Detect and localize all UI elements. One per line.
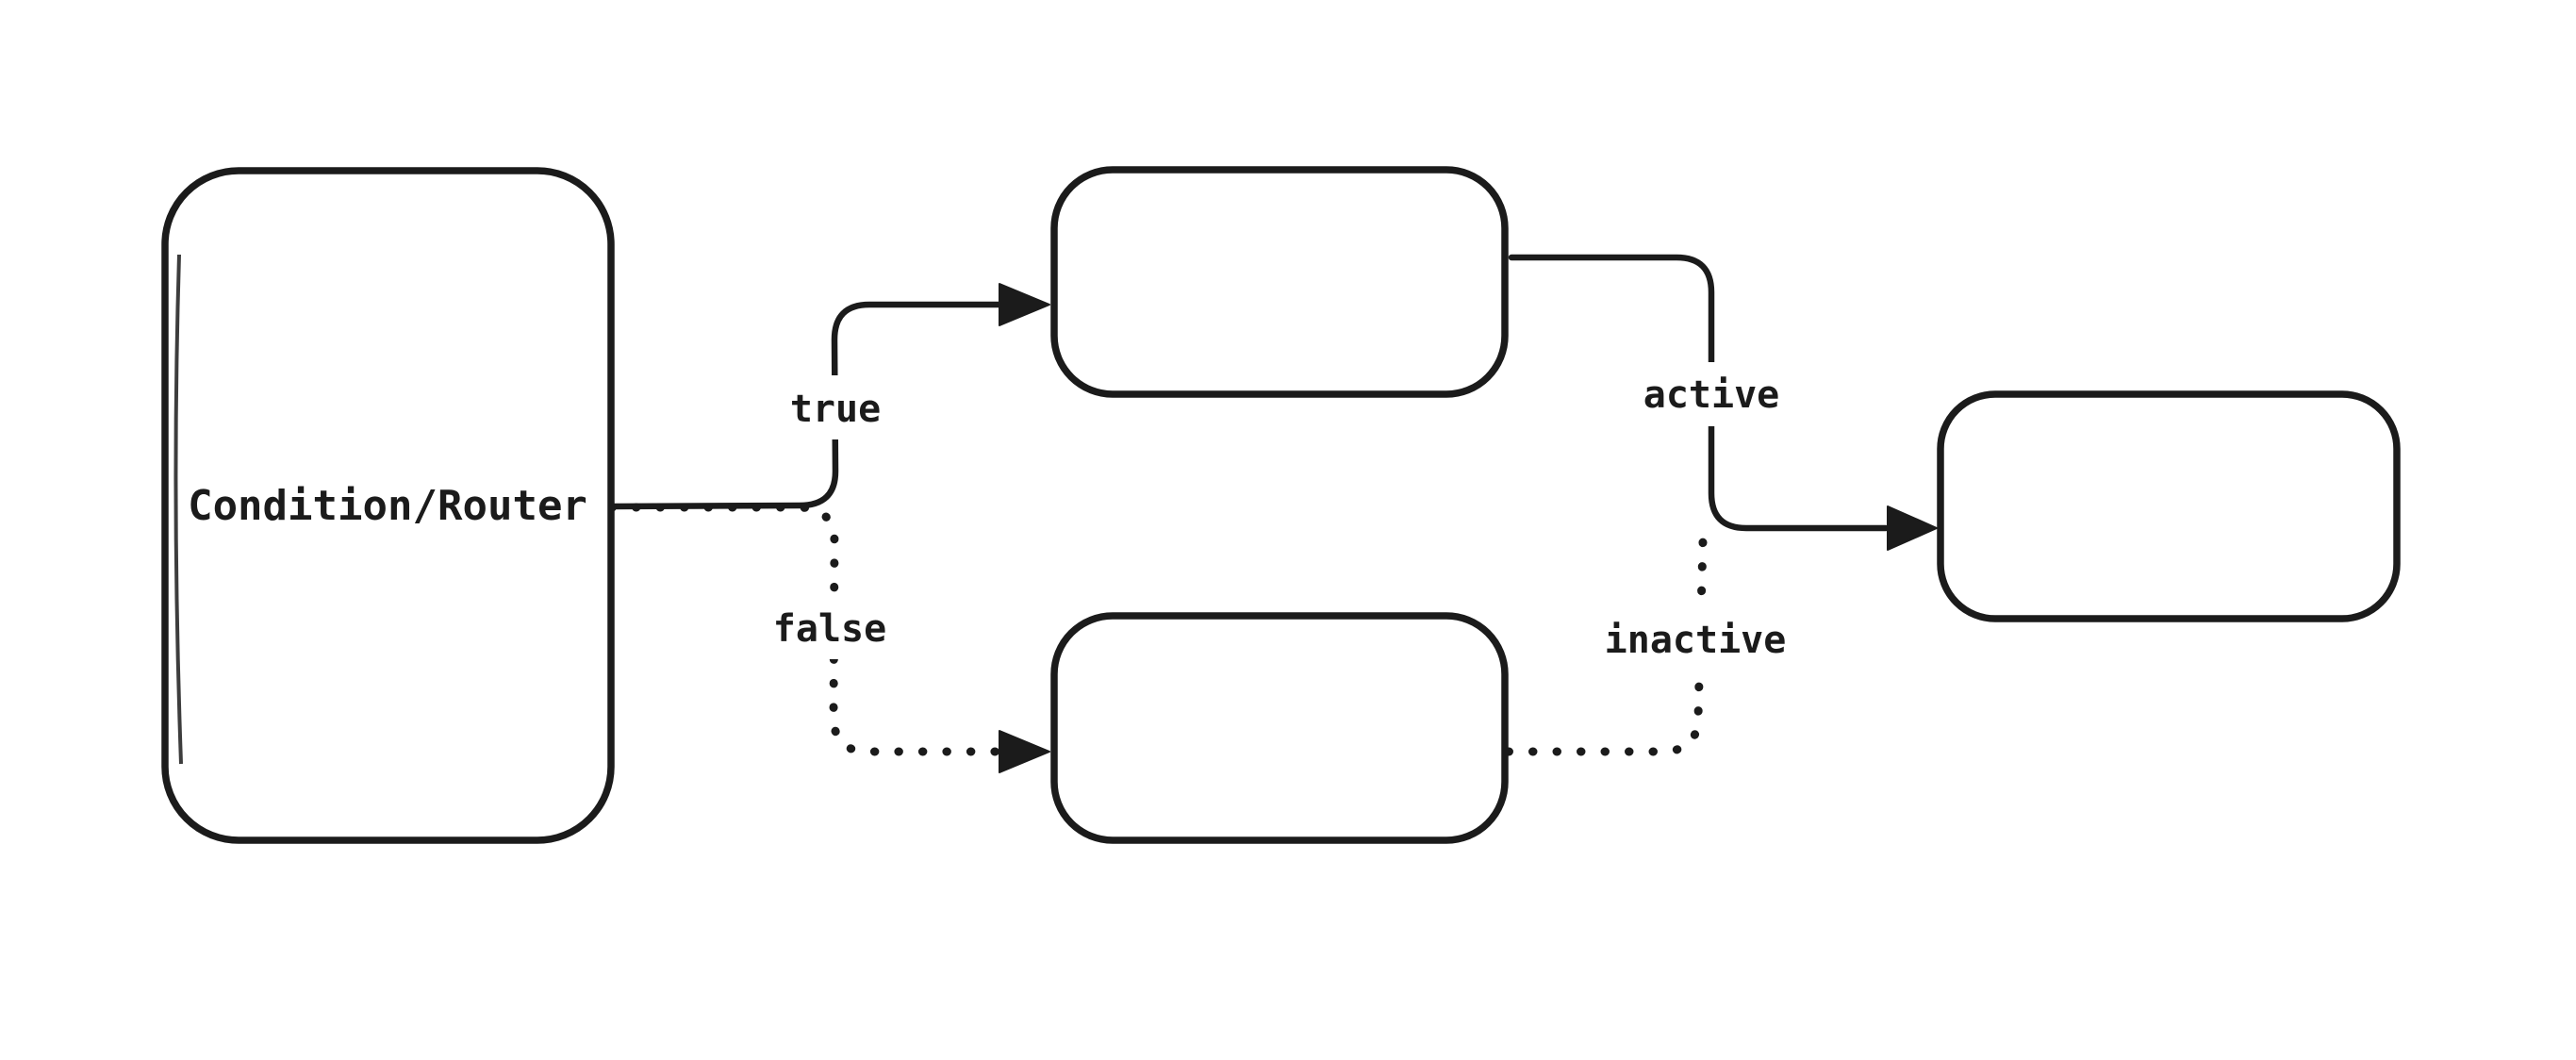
node-true-target bbox=[1050, 166, 1509, 398]
edge-inactive-label: inactive bbox=[1605, 619, 1787, 662]
node-condition-router-label: Condition/Router bbox=[188, 482, 587, 530]
node-true-target-shape bbox=[1050, 166, 1509, 398]
node-condition-router: Condition/Router bbox=[161, 167, 615, 844]
node-condition-router-shape bbox=[161, 167, 615, 844]
edge-inactive-label-bg bbox=[1603, 607, 1788, 671]
edge-true-label: true bbox=[790, 388, 881, 431]
edge-active-label-group: active bbox=[1634, 362, 1789, 426]
edge-active-arrowhead bbox=[1887, 505, 1938, 551]
edge-true-label-group: true bbox=[766, 375, 905, 439]
node-false-target-shape bbox=[1050, 612, 1509, 844]
node-false-target bbox=[1050, 612, 1509, 844]
edge-false-label: false bbox=[773, 607, 886, 651]
edge-true-arrowhead bbox=[999, 283, 1050, 326]
edge-false bbox=[607, 503, 1050, 773]
node-final-shape bbox=[1937, 390, 2401, 622]
edge-false-arrowhead bbox=[999, 730, 1050, 773]
edge-false-label-group: false bbox=[752, 595, 909, 659]
edge-active-label: active bbox=[1643, 373, 1780, 417]
edge-inactive-label-group: inactive bbox=[1603, 607, 1788, 671]
node-final bbox=[1937, 390, 2401, 622]
edge-active-label-bg bbox=[1634, 362, 1789, 426]
edge-false-line bbox=[607, 503, 1000, 756]
edge-true-label-bg bbox=[766, 375, 905, 439]
node-condition-router-sketch-stroke bbox=[173, 254, 183, 765]
edge-false-label-bg bbox=[752, 595, 909, 659]
